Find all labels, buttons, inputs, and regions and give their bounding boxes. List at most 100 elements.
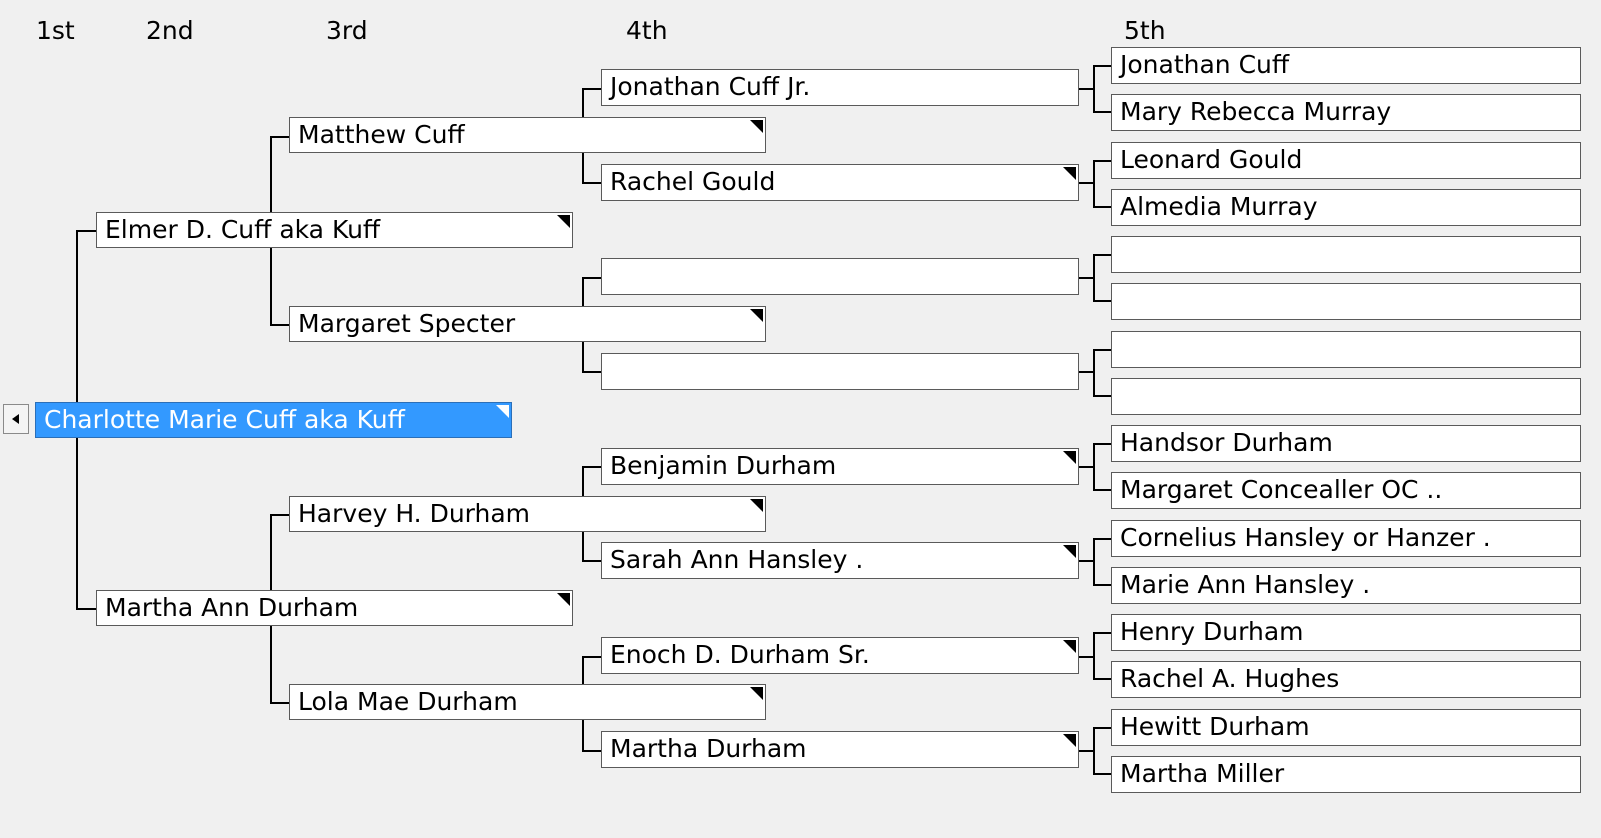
person-name: Rachel Gould bbox=[610, 167, 776, 196]
person-name: Leonard Gould bbox=[1120, 145, 1303, 174]
person-box-mother[interactable]: Martha Ann Durham bbox=[96, 590, 573, 626]
person-box-gen5-9[interactable]: Handsor Durham bbox=[1111, 425, 1581, 462]
person-box-gen5-8-empty[interactable] bbox=[1111, 378, 1581, 415]
connector-line bbox=[1078, 750, 1093, 752]
person-name: Jonathan Cuff bbox=[1120, 50, 1290, 79]
corner-triangle-icon bbox=[1063, 545, 1076, 558]
header-gen-5: 5th bbox=[1124, 16, 1166, 45]
person-box-gen4-2[interactable]: Rachel Gould bbox=[601, 164, 1079, 201]
connector-line bbox=[1093, 395, 1111, 397]
connector-line bbox=[1093, 254, 1111, 256]
person-box-gen4-7[interactable]: Enoch D. Durham Sr. bbox=[601, 637, 1079, 674]
connector-line bbox=[1093, 443, 1095, 491]
connector-line bbox=[1093, 632, 1111, 634]
connector-line bbox=[270, 324, 290, 326]
person-box-maternal-grandfather[interactable]: Harvey H. Durham bbox=[289, 496, 766, 532]
person-name: Martha Durham bbox=[610, 734, 807, 763]
corner-triangle-icon bbox=[1063, 640, 1076, 653]
person-box-gen5-11[interactable]: Cornelius Hansley or Hanzer . bbox=[1111, 520, 1581, 557]
person-box-gen5-16[interactable]: Martha Miller bbox=[1111, 756, 1581, 793]
person-name: Marie Ann Hansley . bbox=[1120, 570, 1371, 599]
connector-line bbox=[1093, 727, 1095, 775]
person-name: Jonathan Cuff Jr. bbox=[610, 72, 811, 101]
person-name: Mary Rebecca Murray bbox=[1120, 97, 1392, 126]
person-box-gen5-10[interactable]: Margaret Concealler OC .. bbox=[1111, 472, 1581, 509]
connector-line bbox=[1078, 277, 1093, 279]
connector-line bbox=[1093, 538, 1111, 540]
corner-triangle-icon bbox=[1063, 451, 1076, 464]
connector-line bbox=[1093, 349, 1095, 397]
left-arrow-icon bbox=[12, 414, 19, 424]
connector-line bbox=[76, 608, 97, 610]
connector-line bbox=[1078, 88, 1093, 90]
connector-line bbox=[270, 702, 290, 704]
person-name: Margaret Specter bbox=[298, 309, 516, 338]
person-name: Rachel A. Hughes bbox=[1120, 664, 1340, 693]
person-box-maternal-grandmother[interactable]: Lola Mae Durham bbox=[289, 684, 766, 720]
connector-line bbox=[1078, 371, 1093, 373]
connector-line bbox=[1093, 727, 1111, 729]
connector-line bbox=[1093, 489, 1111, 491]
header-gen-4: 4th bbox=[626, 16, 668, 45]
connector-line bbox=[582, 182, 602, 184]
connector-line bbox=[1093, 349, 1111, 351]
person-name: Cornelius Hansley or Hanzer . bbox=[1120, 523, 1491, 552]
connector-line bbox=[1093, 300, 1111, 302]
person-name: Margaret Concealler OC .. bbox=[1120, 475, 1443, 504]
connector-line bbox=[1093, 443, 1111, 445]
person-box-gen5-1[interactable]: Jonathan Cuff bbox=[1111, 47, 1581, 84]
person-box-gen5-12[interactable]: Marie Ann Hansley . bbox=[1111, 567, 1581, 604]
connector-line bbox=[582, 750, 602, 752]
connector-line bbox=[76, 230, 97, 232]
connector-line bbox=[1093, 160, 1095, 208]
person-box-gen4-4-empty[interactable] bbox=[601, 353, 1079, 390]
corner-triangle-icon bbox=[1063, 734, 1076, 747]
corner-triangle-icon bbox=[750, 309, 763, 322]
person-box-paternal-grandfather[interactable]: Matthew Cuff bbox=[289, 117, 766, 153]
connector-line bbox=[582, 560, 602, 562]
person-name: Martha Ann Durham bbox=[105, 593, 359, 622]
person-name: Benjamin Durham bbox=[610, 451, 837, 480]
person-box-gen5-5-empty[interactable] bbox=[1111, 236, 1581, 273]
person-name: Sarah Ann Hansley . bbox=[610, 545, 864, 574]
person-box-gen4-6[interactable]: Sarah Ann Hansley . bbox=[601, 542, 1079, 579]
connector-line bbox=[1093, 206, 1111, 208]
person-box-gen4-8[interactable]: Martha Durham bbox=[601, 731, 1079, 768]
back-button[interactable] bbox=[3, 404, 29, 434]
person-name: Henry Durham bbox=[1120, 617, 1304, 646]
connector-line bbox=[582, 466, 602, 468]
person-box-gen5-7-empty[interactable] bbox=[1111, 331, 1581, 368]
person-name: Elmer D. Cuff aka Kuff bbox=[105, 215, 381, 244]
person-box-gen4-1[interactable]: Jonathan Cuff Jr. bbox=[601, 69, 1079, 106]
connector-line bbox=[1093, 773, 1111, 775]
person-name: Almedia Murray bbox=[1120, 192, 1318, 221]
header-gen-2: 2nd bbox=[146, 16, 194, 45]
corner-triangle-icon bbox=[750, 687, 763, 700]
connector-line bbox=[270, 136, 290, 138]
person-box-gen5-14[interactable]: Rachel A. Hughes bbox=[1111, 661, 1581, 698]
connector-line bbox=[1093, 584, 1111, 586]
person-box-paternal-grandmother[interactable]: Margaret Specter bbox=[289, 306, 766, 342]
corner-triangle-icon bbox=[750, 499, 763, 512]
connector-line bbox=[1093, 111, 1111, 113]
corner-triangle-icon bbox=[557, 215, 570, 228]
connector-line bbox=[582, 88, 602, 90]
person-name: Charlotte Marie Cuff aka Kuff bbox=[44, 405, 405, 434]
connector-line bbox=[1093, 678, 1111, 680]
connector-line bbox=[1093, 538, 1095, 586]
person-box-gen5-15[interactable]: Hewitt Durham bbox=[1111, 709, 1581, 746]
person-box-gen5-6-empty[interactable] bbox=[1111, 283, 1581, 320]
person-box-gen5-13[interactable]: Henry Durham bbox=[1111, 614, 1581, 651]
person-box-gen4-5[interactable]: Benjamin Durham bbox=[601, 448, 1079, 485]
person-box-gen1-root[interactable]: Charlotte Marie Cuff aka Kuff bbox=[35, 402, 512, 438]
connector-line bbox=[582, 277, 602, 279]
corner-triangle-icon bbox=[557, 593, 570, 606]
connector-line bbox=[1093, 632, 1095, 680]
person-box-gen5-3[interactable]: Leonard Gould bbox=[1111, 142, 1581, 179]
person-box-gen4-3-empty[interactable] bbox=[601, 258, 1079, 295]
person-box-father[interactable]: Elmer D. Cuff aka Kuff bbox=[96, 212, 573, 248]
person-box-gen5-4[interactable]: Almedia Murray bbox=[1111, 189, 1581, 226]
person-box-gen5-2[interactable]: Mary Rebecca Murray bbox=[1111, 94, 1581, 131]
person-name: Lola Mae Durham bbox=[298, 687, 518, 716]
corner-triangle-icon bbox=[1063, 167, 1076, 180]
